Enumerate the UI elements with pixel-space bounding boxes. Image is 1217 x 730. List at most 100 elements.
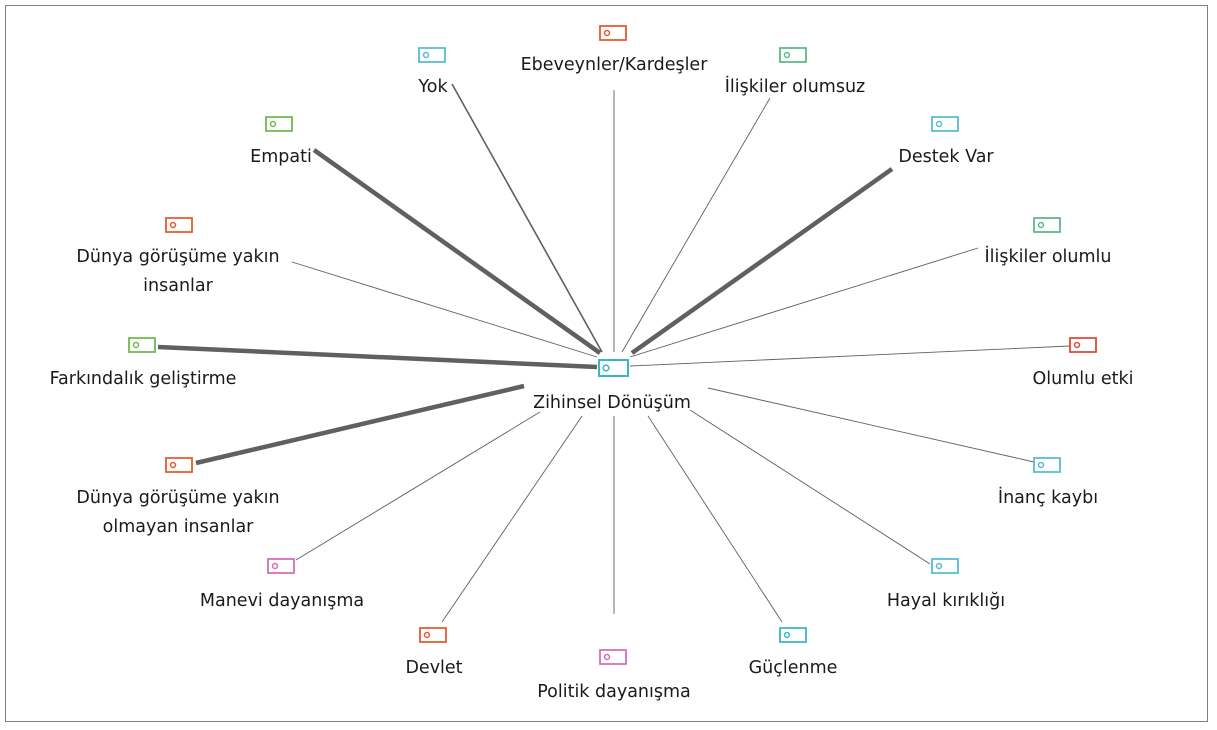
- tag-icon: [267, 558, 295, 574]
- node-farkindalik-gelistirme[interactable]: Farkındalık geliştirme: [50, 337, 237, 389]
- node-label-line: Ebeveynler/Kardeşler: [521, 55, 709, 75]
- node-label: Hayal kırıklığı: [887, 591, 1005, 611]
- edge-inanc-kaybi: [707, 387, 1035, 463]
- tag-icon: [419, 627, 447, 643]
- tag-icon: [165, 457, 193, 473]
- node-label-line: Devlet: [405, 658, 462, 678]
- node-label-line: İnanç kaybı: [998, 487, 1098, 508]
- edges-layer: [157, 83, 1071, 623]
- node-label-line: insanlar: [143, 276, 213, 296]
- tag-icon-hole: [132, 341, 140, 349]
- tag-icon-hole: [169, 221, 177, 229]
- center-label: Zihinsel Dönüşüm: [533, 393, 691, 413]
- node-yok[interactable]: Yok: [417, 47, 448, 97]
- tag-icon: [779, 47, 807, 63]
- node-label: İlişkiler olumlu: [984, 246, 1111, 267]
- tag-icon: [599, 649, 627, 665]
- edge-iliskiler-olumlu: [629, 247, 979, 358]
- tag-icon-hole: [935, 562, 943, 570]
- node-label-line: Yok: [417, 77, 448, 97]
- tag-icon-hole: [1037, 461, 1045, 469]
- center-tag-icon: [598, 359, 629, 377]
- tag-icon-hole: [423, 631, 431, 639]
- node-label: Devlet: [405, 658, 462, 678]
- node-label-line: Dünya görüşüme yakın: [76, 488, 279, 508]
- tag-icon: [779, 627, 807, 643]
- tag-icon: [931, 116, 959, 132]
- edge-devlet: [441, 415, 583, 623]
- node-label: Güçlenme: [749, 658, 838, 678]
- node-iliskiler-olumsuz[interactable]: İlişkiler olumsuz: [725, 47, 866, 97]
- tag-icon: [265, 116, 293, 132]
- node-label: Olumlu etki: [1033, 369, 1134, 389]
- node-label: Dünya görüşüme yakın insanlar: [76, 247, 279, 296]
- edge-olumlu-etki: [629, 345, 1071, 367]
- node-label: İnanç kaybı: [998, 487, 1098, 508]
- node-hayal-kirikligi[interactable]: Hayal kırıklığı: [887, 558, 1005, 611]
- edge-farkindalik-gelistirme: [157, 344, 598, 370]
- edge-iliskiler-olumsuz: [621, 97, 771, 353]
- edge-manevi-dayanisma: [295, 411, 541, 561]
- center-node[interactable]: Zihinsel Dönüşüm: [533, 359, 691, 413]
- tag-icon: [1033, 457, 1061, 473]
- node-olumlu-etki[interactable]: Olumlu etki: [1033, 337, 1134, 389]
- node-label-line: Empati: [250, 147, 312, 167]
- node-iliskiler-olumlu[interactable]: İlişkiler olumlu: [984, 217, 1112, 267]
- node-dunya-gorusume-yakin-olmayan-insanlar[interactable]: Dünya görüşüme yakın olmayan insanlar: [76, 457, 280, 537]
- tag-icon-hole: [603, 653, 611, 661]
- tag-icon-hole: [783, 631, 791, 639]
- node-label-line: Hayal kırıklığı: [887, 591, 1005, 611]
- node-inanc-kaybi[interactable]: İnanç kaybı: [998, 457, 1098, 508]
- node-label-line: İlişkiler olumsuz: [725, 76, 866, 97]
- tag-icon-hole: [603, 29, 611, 37]
- center-tag-icon-hole: [602, 364, 610, 372]
- tag-icon: [599, 25, 627, 41]
- tag-icon-hole: [1073, 341, 1081, 349]
- tag-icon-hole: [169, 461, 177, 469]
- tag-icon: [418, 47, 446, 63]
- node-label-line: Olumlu etki: [1033, 369, 1134, 389]
- node-devlet[interactable]: Devlet: [405, 627, 463, 678]
- node-label-line: İlişkiler olumlu: [984, 246, 1111, 267]
- node-dunya-gorusume-yakin-insanlar[interactable]: Dünya görüşüme yakın insanlar: [76, 217, 280, 296]
- edge-hayal-kirikligi: [689, 409, 931, 565]
- node-guclenme[interactable]: Güçlenme: [749, 627, 838, 678]
- tag-icon-hole: [1037, 221, 1045, 229]
- tag-icon: [1033, 217, 1061, 233]
- node-label: Farkındalık geliştirme: [50, 369, 237, 389]
- tag-icon: [165, 217, 193, 233]
- node-politik-dayanisma[interactable]: Politik dayanışma: [537, 649, 691, 702]
- tag-icon-hole: [269, 120, 277, 128]
- edge-yok: [451, 83, 603, 353]
- node-ebeveynler-kardesler[interactable]: Ebeveynler/Kardeşler: [521, 25, 709, 75]
- node-label: Empati: [250, 147, 312, 167]
- node-label-line: Farkındalık geliştirme: [50, 369, 237, 389]
- tag-icon-hole: [935, 120, 943, 128]
- node-empati[interactable]: Empati: [250, 116, 312, 167]
- node-label: Yok: [417, 77, 448, 97]
- edge-dunya-gorusume-yakin-olmayan-insanlar: [195, 383, 525, 466]
- node-label: Dünya görüşüme yakın olmayan insanlar: [76, 488, 279, 537]
- node-label: Destek Var: [898, 147, 994, 167]
- edge-guclenme: [647, 415, 783, 623]
- node-label: Manevi dayanışma: [200, 591, 364, 611]
- tag-icon: [931, 558, 959, 574]
- node-label: Politik dayanışma: [537, 682, 691, 702]
- node-manevi-dayanisma[interactable]: Manevi dayanışma: [200, 558, 364, 611]
- edge-dunya-gorusume-yakin-insanlar: [291, 261, 598, 358]
- tag-icon-hole: [422, 51, 430, 59]
- node-label-line: olmayan insanlar: [103, 517, 255, 537]
- node-destek-var[interactable]: Destek Var: [898, 116, 994, 167]
- node-label: Ebeveynler/Kardeşler: [521, 55, 709, 75]
- node-label-line: Dünya görüşüme yakın: [76, 247, 279, 267]
- edge-destek-var: [630, 167, 894, 355]
- tag-icon-hole: [271, 562, 279, 570]
- tag-icon: [128, 337, 156, 353]
- node-label-line: Manevi dayanışma: [200, 591, 364, 611]
- tag-icon-hole: [783, 51, 791, 59]
- node-label-line: Politik dayanışma: [537, 682, 691, 702]
- node-label-line: Destek Var: [898, 147, 994, 167]
- node-label: İlişkiler olumsuz: [725, 76, 866, 97]
